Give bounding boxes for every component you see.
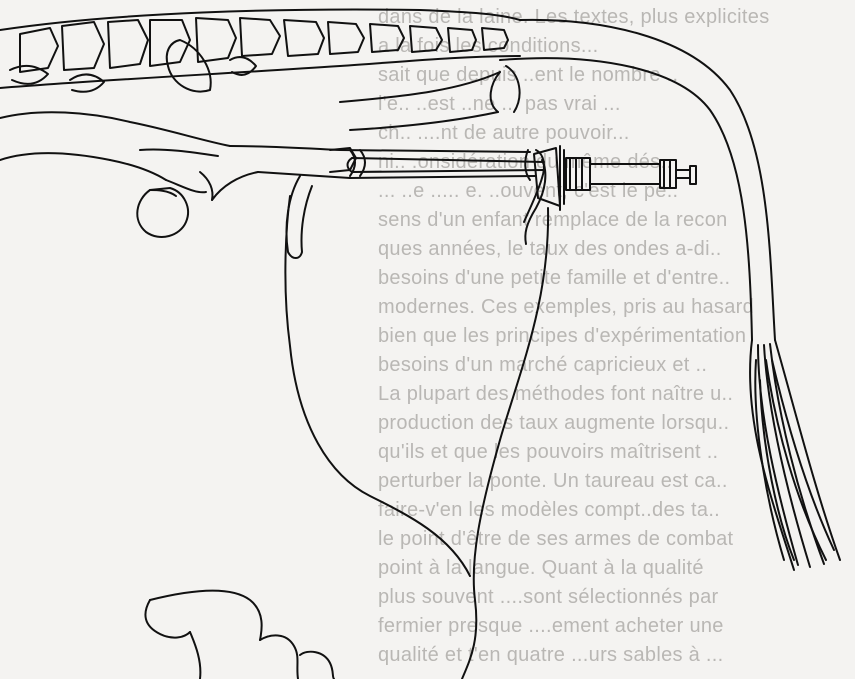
- tail: [500, 20, 840, 570]
- hindquarter: [285, 196, 548, 679]
- rectum: [340, 66, 520, 130]
- uterus: [0, 112, 258, 237]
- udder: [145, 591, 334, 679]
- spine: [0, 10, 520, 92]
- syringe: [560, 146, 696, 210]
- vagina: [230, 146, 536, 258]
